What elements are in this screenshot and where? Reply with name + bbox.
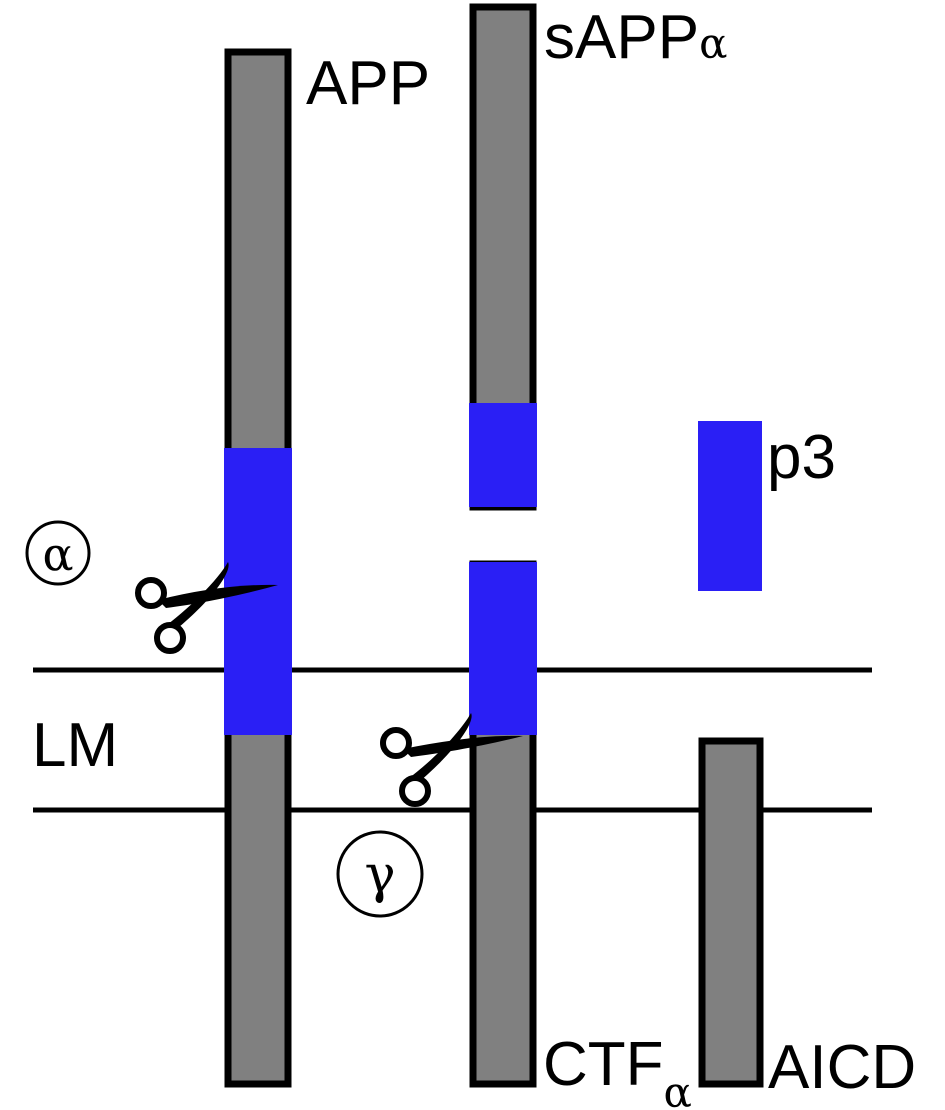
sapp-abeta-region [469, 403, 537, 507]
ctf-label-main: CTF [543, 1030, 664, 1099]
ctf-alpha-bar [469, 560, 537, 1088]
sapp-alpha-bar [469, 3, 537, 511]
alpha-circle [25, 520, 91, 586]
app-label: APP [306, 49, 430, 118]
gamma-symbol: γ [364, 845, 395, 905]
sapp-alpha-label: sAPPα [544, 3, 727, 72]
app-bar [224, 48, 292, 1088]
p3-fragment [698, 421, 762, 591]
alpha-symbol: α [42, 527, 73, 581]
ctf-label-sub: α [664, 1068, 692, 1110]
p3-label: p3 [767, 423, 836, 492]
scissors-icon [380, 713, 523, 807]
alpha-secretase-marker: α [25, 520, 91, 586]
ctf-abeta-region [469, 562, 537, 735]
ctf-alpha-label: CTFα [543, 1030, 692, 1110]
gamma-secretase-marker: γ [336, 830, 424, 918]
lm-label: LM [32, 711, 118, 780]
sapp-label-sub: α [699, 19, 727, 68]
gamma-circle [336, 830, 424, 918]
sapp-label-main: sAPP [544, 3, 699, 72]
scissors-icon [135, 562, 278, 654]
aicd-bar [698, 737, 764, 1088]
aicd-label: AICD [768, 1033, 916, 1102]
